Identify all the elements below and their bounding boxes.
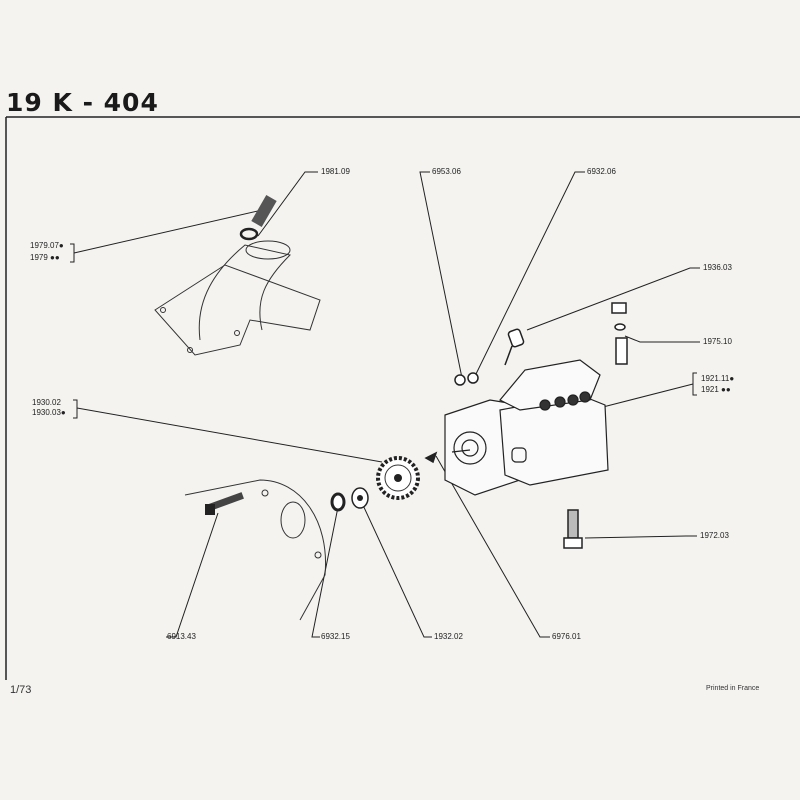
leader-1921: [602, 383, 694, 408]
timing-cover-drawing: [184, 479, 327, 621]
part-label-1981-09: 1981.09: [321, 167, 350, 176]
bracket-1930: [73, 399, 78, 419]
leader-1975-10: [624, 335, 700, 343]
part-label-6913-43: 6913.43: [167, 632, 196, 641]
part-label-1932-02: 1932.02: [434, 632, 463, 641]
temperature-sensor-drawing: [239, 195, 277, 241]
part-label-1972-03: 1972.03: [700, 531, 729, 540]
leader-6932-15: [311, 506, 339, 638]
sprocket-drawing: [376, 456, 420, 500]
page-number: 1/73: [10, 684, 32, 696]
part-label-6976-01: 6976.01: [552, 632, 581, 641]
injection-pump-drawing: [444, 359, 609, 496]
part-label-1930-02: 1930.02: [32, 398, 61, 407]
leader-1936-03: [526, 267, 700, 331]
printed-note: Printed in France: [706, 685, 760, 692]
part-label-1921-11: 1921.11●: [701, 374, 735, 383]
part-label-1979: 1979 ●●: [30, 253, 60, 262]
leader-6976-01: [435, 455, 550, 638]
leader-1972-03: [584, 535, 697, 539]
leader-1930: [76, 407, 383, 463]
part-label-1921: 1921 ●●: [701, 385, 731, 394]
part-label-6953-06: 6953.06: [432, 167, 461, 176]
leader-6913-43: [166, 512, 219, 638]
part-label-1975-10: 1975.10: [703, 337, 732, 346]
bracket-1921: [692, 372, 697, 396]
part-label-6932-15: 6932.15: [321, 632, 350, 641]
pump-small-parts-drawing: [424, 302, 628, 549]
part-label-1979-07: 1979.07●: [30, 241, 64, 250]
leader-6932-06: [475, 171, 585, 375]
part-label-1936-03: 1936.03: [703, 263, 732, 272]
leader-6953-06: [419, 171, 463, 379]
bolt-drawing: [205, 492, 244, 515]
page-title: 19 K - 404: [6, 88, 159, 117]
bracket-1979: [70, 243, 75, 263]
washers-nut-drawing: [330, 487, 369, 512]
leader-1932-02: [361, 502, 432, 638]
part-label-6932-06: 6932.06: [587, 167, 616, 176]
leader-1981-09: [257, 171, 318, 237]
part-label-1930-03: 1930.03●: [32, 408, 66, 417]
leader-1979: [73, 209, 263, 254]
thermostat-housing-drawing: [154, 240, 321, 356]
